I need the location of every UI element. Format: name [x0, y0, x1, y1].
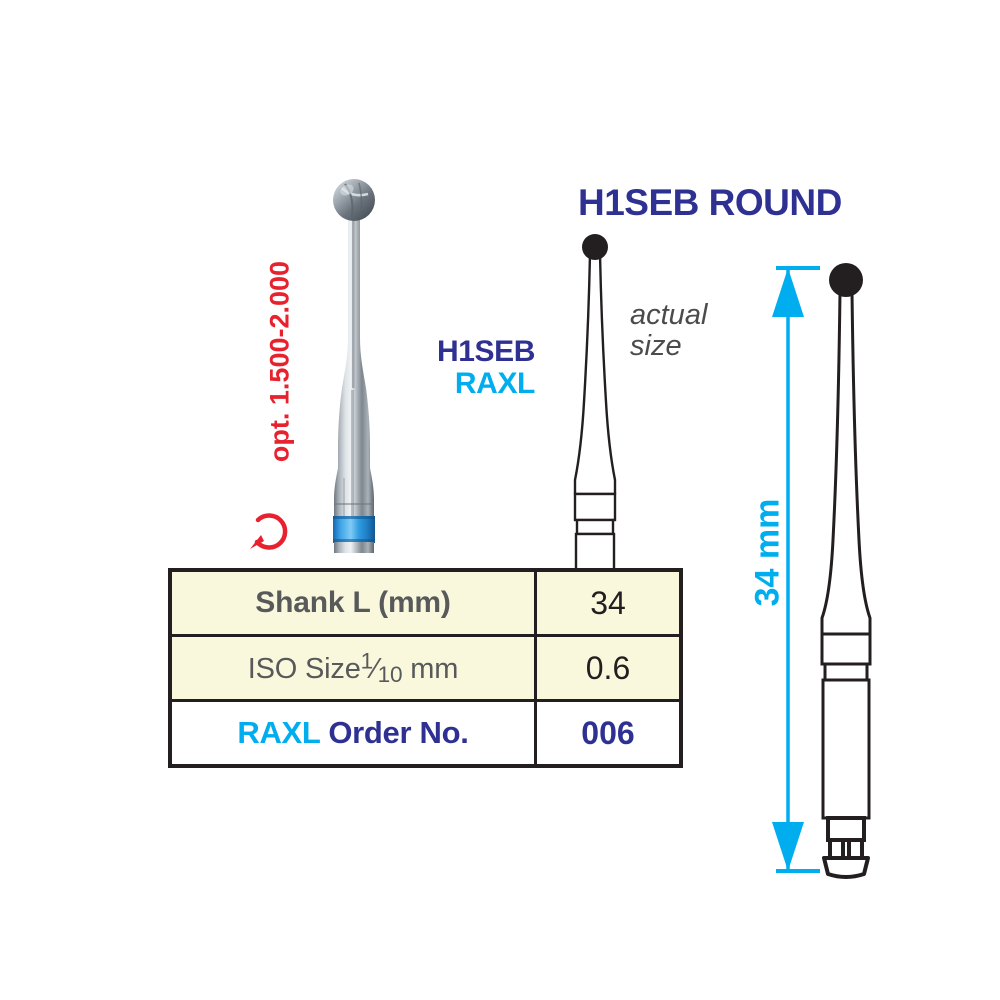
actual-size-line-1: actual	[630, 299, 708, 331]
table-row-iso-size: ISO Size1⁄10 mm 0.6	[168, 634, 683, 702]
bur-type-label: H1SEB RAXL	[420, 335, 535, 401]
shank-label-text: Shank L (mm)	[255, 586, 451, 619]
table-row-order-no: RAXL Order No. 006	[168, 699, 683, 768]
iso-label-prefix: ISO Size	[247, 652, 361, 685]
iso-fraction-numerator: 1	[360, 648, 374, 674]
cell-order-label: RAXL Order No.	[168, 699, 537, 768]
iso-label-suffix: mm	[402, 652, 459, 685]
order-rest-text: Order No.	[320, 715, 469, 750]
rotation-speed-annotation: opt. 1.500-2.000	[248, 228, 306, 558]
spec-table: Shank L (mm) 34 ISO Size1⁄10 mm 0.6 RAXL…	[168, 568, 683, 768]
bur-type-line-2: RAXL	[454, 367, 535, 401]
carbide-round-bur-photo	[333, 179, 375, 553]
bur-type-line-1: H1SEB	[436, 335, 535, 368]
table-row-shank: Shank L (mm) 34	[168, 568, 683, 637]
speed-note-label: opt. 1.500-2.000	[264, 260, 295, 463]
page-title: H1SEB ROUND	[578, 182, 842, 223]
cell-iso-value: 0.6	[534, 634, 683, 702]
cell-iso-label: ISO Size1⁄10 mm	[168, 634, 537, 702]
shank-value-text: 34	[590, 584, 626, 621]
iso-label-text: ISO Size1⁄10 mm	[247, 648, 459, 687]
ra-latch-bur-outline	[820, 263, 872, 879]
cell-order-value: 006	[534, 699, 683, 768]
iso-value-text: 0.6	[585, 649, 631, 686]
order-brand-text: RAXL	[237, 715, 321, 750]
actual-size-label: actual size	[630, 299, 708, 363]
dimension-annotation-34mm	[772, 266, 820, 873]
cell-shank-label: Shank L (mm)	[168, 568, 537, 637]
iso-fraction-denominator: 10	[377, 661, 403, 687]
cell-shank-value: 34	[534, 568, 683, 637]
rotation-arrow-icon	[250, 513, 288, 550]
actual-size-line-2: size	[630, 330, 682, 363]
actual-size-bur-outline	[573, 234, 617, 572]
order-label-text: RAXL Order No.	[237, 715, 469, 750]
order-number-text: 006	[581, 714, 635, 751]
